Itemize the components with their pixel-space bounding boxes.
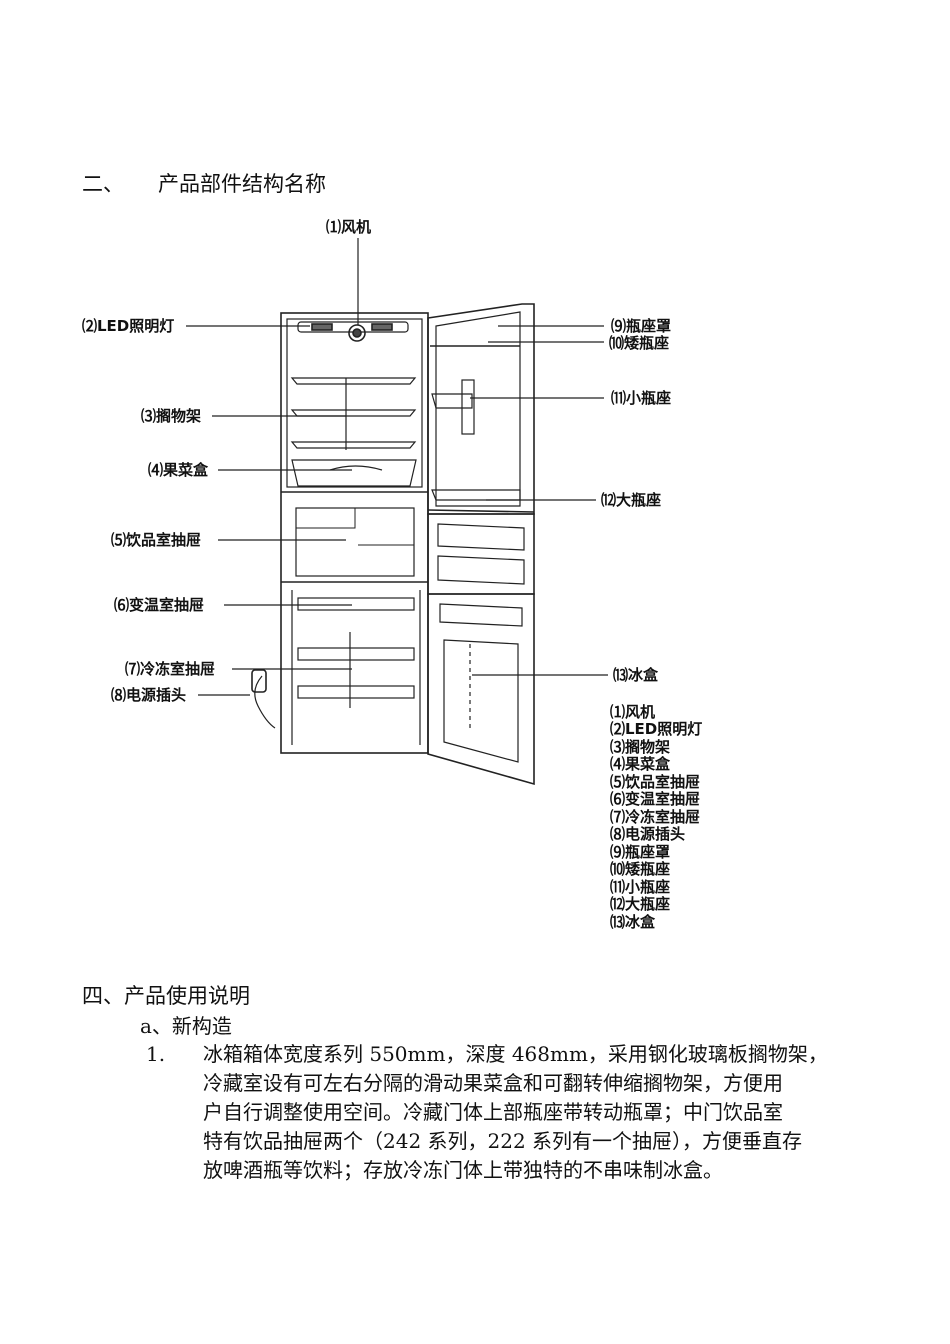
legend: ⑴风机 ⑵LED照明灯 ⑶搁物架 ⑷果菜盒 ⑸饮品室抽屉 ⑹变温室抽屉 ⑺冷冻室…	[610, 703, 702, 931]
legend-item: ⑴风机	[610, 703, 655, 721]
label-power-plug: ⑻电源插头	[111, 686, 186, 704]
label-bottle-cover: ⑼瓶座罩	[611, 317, 671, 335]
legend-item: ⑽矮瓶座	[610, 860, 670, 878]
legend-item: ⑾小瓶座	[610, 878, 670, 896]
paragraph-line: 特有饮品抽屉两个（242 系列，222 系列有一个抽屉），方便垂直存	[203, 1129, 803, 1153]
legend-item: ⑶搁物架	[610, 738, 670, 756]
section-2-heading: 二、 产品部件结构名称	[82, 168, 326, 198]
cabinet-body	[280, 312, 429, 754]
item-paragraph: 冰箱箱体宽度系列 550mm，深度 468mm，采用钢化玻璃板搁物架， 冷藏室设…	[203, 1040, 863, 1185]
label-small-bottle-holder: ⑾小瓶座	[611, 389, 671, 407]
label-large-bottle-holder: ⑿大瓶座	[601, 491, 661, 509]
paragraph-line: 冷藏室设有可左右分隔的滑动果菜盒和可翻转伸缩搁物架，方便用	[203, 1071, 783, 1095]
legend-item: ⒀冰盒	[610, 913, 656, 931]
fridge-diagram: ⑴风机 ⑵LED照明灯 ⑶搁物架 ⑷果菜盒 ⑸饮品室抽屉 ⑹变温室抽屉 ⑺冷冻室…	[82, 218, 702, 931]
legend-item: ⑻电源插头	[610, 825, 685, 843]
paragraph-line: 冰箱箱体宽度系列 550mm，深度 468mm，采用钢化玻璃板搁物架，	[203, 1042, 828, 1066]
label-crisper: ⑷果菜盒	[148, 461, 209, 479]
label-led-light: ⑵LED照明灯	[82, 317, 174, 335]
legend-item: ⑹变温室抽屉	[610, 790, 700, 808]
label-drinks-drawer: ⑸饮品室抽屉	[111, 531, 201, 549]
fridge-drawing	[251, 303, 535, 786]
legend-item: ⑷果菜盒	[610, 755, 671, 773]
item-number: 1.	[146, 1042, 166, 1066]
paragraph-line: 放啤酒瓶等饮料；存放冷冻门体上带独特的不串味制冰盒。	[203, 1158, 723, 1182]
legend-item: ⑿大瓶座	[610, 895, 670, 913]
section-2-title: 产品部件结构名称	[158, 172, 326, 196]
power-plug-icon	[254, 675, 276, 729]
legend-item: ⑼瓶座罩	[610, 843, 670, 861]
section-4-heading: 四、产品使用说明	[82, 984, 250, 1008]
label-fan: ⑴风机	[326, 218, 371, 236]
legend-item: ⑵LED照明灯	[610, 720, 702, 738]
section-2-number: 二、	[82, 172, 124, 196]
label-low-bottle-holder: ⑽矮瓶座	[609, 334, 669, 352]
label-ice-box: ⒀冰盒	[613, 666, 659, 684]
paragraph-line: 户自行调整使用空间。冷藏门体上部瓶座带转动瓶罩；中门饮品室	[203, 1100, 783, 1124]
legend-item: ⑺冷冻室抽屉	[610, 808, 700, 826]
fan-icon	[348, 324, 366, 342]
leader-lines	[186, 238, 608, 708]
subsection-heading: a、新构造	[140, 1014, 232, 1038]
label-variable-drawer: ⑹变温室抽屉	[114, 596, 204, 614]
label-freezer-drawer: ⑺冷冻室抽屉	[125, 660, 215, 678]
label-shelf: ⑶搁物架	[141, 407, 201, 425]
legend-item: ⑸饮品室抽屉	[610, 773, 700, 791]
